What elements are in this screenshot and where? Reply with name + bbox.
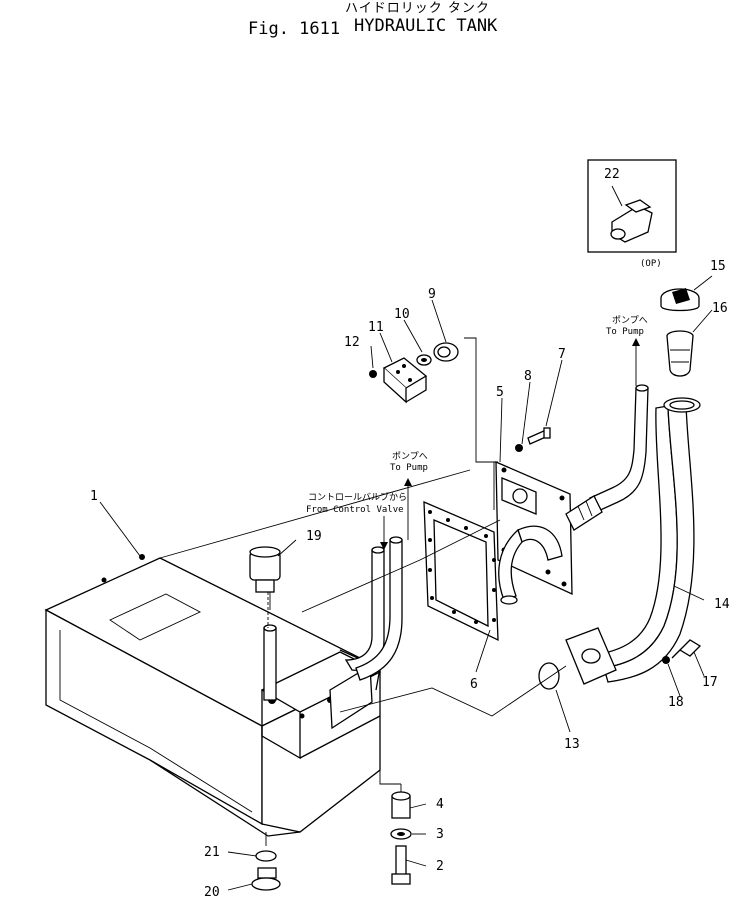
callout-numbers: 1 2 3 4 5 6 7 8 9 10 11 12 13 14 15 16 1… — [90, 167, 730, 898]
cover-plate-5 — [495, 461, 573, 605]
flow-arrows — [380, 338, 640, 550]
callout-10: 10 — [394, 307, 410, 322]
callout-15: 15 — [710, 259, 726, 274]
return-hose — [344, 536, 403, 681]
callout-5: 5 — [496, 385, 504, 400]
callout-7: 7 — [558, 347, 566, 362]
breather-cap — [249, 546, 281, 628]
from-valve-jp: コントロールバルブから — [308, 491, 407, 503]
filler-pipe-14 — [565, 397, 701, 685]
gasket-6 — [423, 500, 499, 642]
bolt-7 — [527, 427, 551, 445]
callout-20: 20 — [204, 885, 220, 898]
title-japanese: ハイドロリック タンク — [345, 1, 490, 16]
callout-21: 21 — [204, 845, 220, 860]
title-english: HYDRAULIC TANK — [354, 16, 498, 36]
cushion-4 — [391, 791, 411, 819]
callout-19: 19 — [306, 529, 322, 544]
callout-3: 3 — [436, 827, 444, 842]
optional-part-box: (OP) — [587, 159, 677, 269]
to-pump-jp-center: ポンプへ — [392, 451, 428, 462]
figure-number: Fig. 1611 — [248, 19, 340, 39]
filler-cap-15 — [660, 288, 700, 312]
callout-2: 2 — [436, 859, 444, 874]
callout-14: 14 — [714, 597, 730, 612]
callout-8: 8 — [524, 369, 532, 384]
o-ring-13 — [538, 662, 560, 690]
callout-18: 18 — [668, 695, 684, 710]
to-pump-en-right: To Pump — [606, 327, 644, 337]
assembly-guide-lines — [159, 337, 567, 846]
seal-9 — [433, 342, 459, 362]
bolt-12 — [369, 370, 377, 378]
suction-pipe — [565, 384, 649, 531]
washer-8 — [515, 444, 523, 452]
callout-22: 22 — [604, 167, 620, 182]
callout-16: 16 — [712, 301, 728, 316]
leader-lines — [99, 185, 713, 891]
bolt-17 — [671, 639, 702, 659]
callout-13: 13 — [564, 737, 580, 752]
callout-9: 9 — [428, 287, 436, 302]
callout-4: 4 — [436, 797, 444, 812]
from-valve-en: From Control Valve — [306, 505, 404, 515]
callout-11: 11 — [368, 320, 384, 335]
plate-11 — [382, 357, 428, 404]
callout-17: 17 — [702, 675, 718, 690]
op-label: (OP) — [640, 259, 662, 269]
washer-10 — [416, 354, 432, 366]
drain-plug-20 — [251, 867, 281, 891]
bolt-2 — [391, 845, 411, 885]
callout-1: 1 — [90, 489, 98, 504]
washer-3 — [390, 828, 412, 840]
strainer-16 — [666, 330, 694, 377]
callout-12: 12 — [344, 335, 360, 350]
callout-6: 6 — [470, 677, 478, 692]
hydraulic-tank-body — [44, 554, 382, 837]
washer-21 — [255, 850, 277, 862]
washer-18 — [662, 656, 670, 664]
to-pump-en-center: To Pump — [390, 463, 428, 473]
to-pump-jp-right: ポンプへ — [612, 315, 648, 326]
